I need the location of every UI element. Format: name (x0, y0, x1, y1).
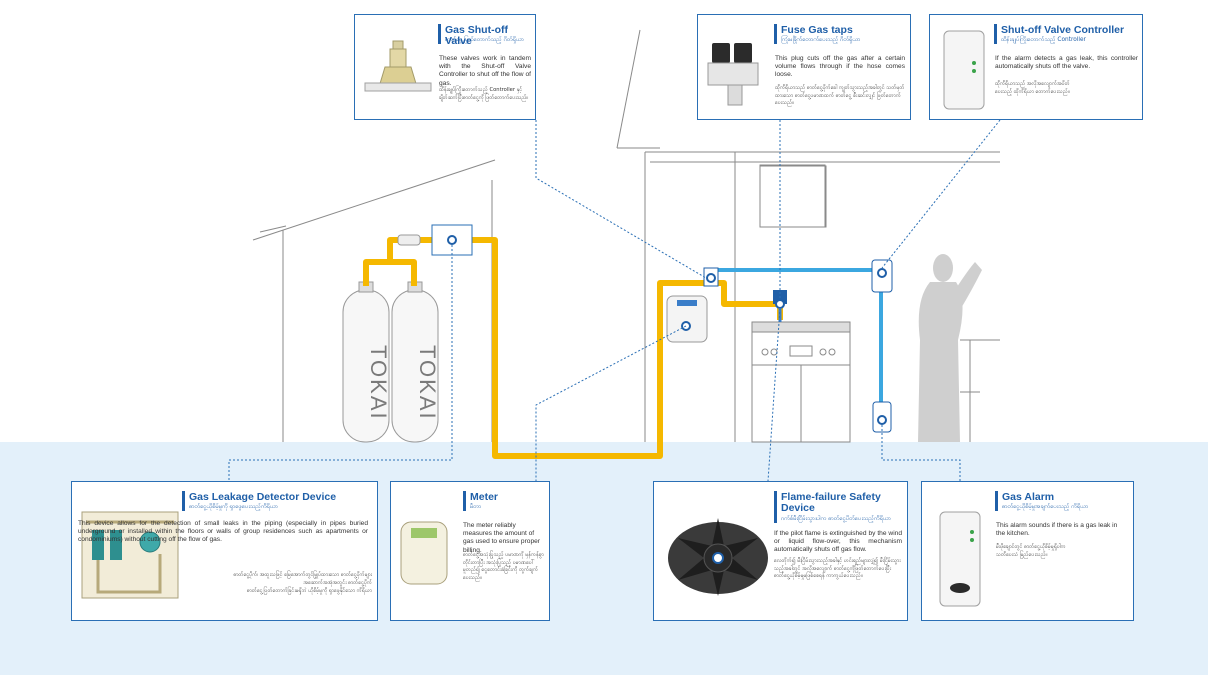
gas-alarm-illustration (939, 511, 981, 607)
table (960, 339, 1000, 442)
card-gas-alarm: Gas Alarm ဓာတ်ငွေ့ယိုစိမ့်မှုအချက်ပေးသည့… (921, 481, 1134, 621)
card-title: Gas Alarm (1002, 491, 1055, 503)
card-valve-controller: Shut-off Valve Controller ထိန်းချုပ်ကြို… (929, 14, 1143, 120)
card-subtitle: မီတာ (470, 504, 482, 510)
person-silhouette (918, 254, 982, 442)
house-outline (616, 29, 1000, 442)
card-title: Gas Shut-off Valve (445, 24, 508, 47)
stove-cabinet (751, 321, 851, 443)
fuse-taps-illustration (707, 43, 759, 106)
card-title: Shut-off Valve Controller (1001, 24, 1125, 36)
burner-illustration (668, 518, 768, 596)
card-subtitle: ဓာတ်ငွေ့ယိုစိမ့်မှုအချက်ပေးသည့် ကိရိယာ (1002, 504, 1089, 510)
card-description-my: အဆောက်အအုံအတွင်း ဓာတ်ငွေ့ပိုက် (303, 580, 372, 586)
regulator-port (447, 235, 457, 245)
cylinder-brand-label: TOKAI (366, 345, 391, 421)
shutoff-valve-illustration (364, 40, 432, 92)
card-description: The meter reliably measures the amount o… (463, 522, 540, 554)
card-description-my: လေတိုက်၍ မီးငြိမ်းသွားသည့်အခါနှင့် ဟင်းရ… (774, 558, 901, 580)
range-hood (759, 165, 827, 228)
pipe-fitting (397, 234, 421, 246)
card-subtitle: ကြုံးမခြိုက်တောက်ပေးသည့် ဂိတ်ရှိယာ (781, 37, 861, 43)
card-meter: Meter မီတာ The meter reliably measures t… (390, 481, 550, 621)
card-subtitle: ဓာတ်ငွေ့ပြတ်တောက်သည့် ဂိတ်ရှိယာ (445, 37, 525, 43)
card-description: This plug cuts off the gas after a certa… (775, 55, 905, 79)
card-subtitle: ဂက်စ်မီးငြိမ်းသွားပါက ဓာတ်ငွေ့ပိတ်ပေးသည့… (781, 516, 892, 522)
leak-detector-illustration (81, 511, 179, 599)
card-description: This alarm sounds if there is a gas leak… (996, 522, 1118, 538)
card-description: If the pilot flame is extinguished by th… (774, 530, 902, 554)
card-description: These valves work in tandem with the Shu… (439, 55, 531, 87)
gas-alarm-marker (877, 415, 887, 425)
card-description: If the alarm detects a gas leak, this co… (995, 55, 1138, 71)
card-description-my: ထိုကိရိယာသည် အလိုအလျောက်အပိတ်ပေးသည့် ထို… (995, 81, 1070, 95)
leader-lines (228, 119, 1001, 482)
card-subtitle: ထိန်းချုပ်ကြိုးတောက်သည့် Controller (1001, 37, 1086, 43)
card-fuse-gas-taps: Fuse Gas taps ကြုံးမခြိုက်တောက်ပေးသည့် ဂ… (697, 14, 911, 120)
fuse-tap-marker (775, 299, 785, 309)
card-title: Gas Leakage Detector Device (189, 491, 337, 503)
card-description-my: ဓာတ်ငွေ့ပိုက်၊ အထူးသဖြင့် မြေအောက်တွင်မြ… (233, 572, 372, 578)
controller-illustration (943, 30, 985, 110)
card-flame-failure: Flame-failure Safety Device ဂက်စ်မီးငြိမ… (653, 481, 908, 621)
gas-cylinder-left: TOKAI (342, 281, 391, 443)
gas-meter (666, 295, 708, 343)
gas-cylinder-right: TOKAI (391, 281, 440, 443)
card-description-my: ထိုကိရိယာသည် ဓာတ်ငွေ့ပိုက်ခေါ ကျွတ်သွားသ… (775, 85, 905, 107)
card-description-my: ဓာတ်ငွေ့ပြတ်တောက်ခြင်းမရှိဘဲ ယိုစိမ့်မှု… (246, 588, 372, 594)
card-title: Fuse Gas taps (781, 24, 853, 36)
card-description: This device allows for the detection of … (78, 520, 368, 544)
cylinder-brand-label: TOKAI (415, 345, 440, 421)
meter-illustration (400, 521, 448, 585)
card-gas-shutoff-valve: Gas Shut-off Valve ဓာတ်ငွေ့ပြတ်တောက်သည့်… (354, 14, 536, 120)
card-title: Flame-failure Safety Device (781, 491, 881, 514)
card-subtitle: ဓာတ်ငွေ့ယိုစိမ့်မှုကို ရှာဖွေပေးသည့်ကိရိ… (189, 504, 278, 510)
shutoff-valve-marker (706, 273, 716, 283)
card-description-my: မီးဖိုချောင်တွင် ဓာတ်ငွေ့ယိုစိမ့်မှုရှိပ… (996, 544, 1066, 558)
card-gas-leakage-detector: Gas Leakage Detector Device ဓာတ်ငွေ့ယိုစ… (71, 481, 378, 621)
card-title: Meter (470, 491, 499, 503)
card-description-my: ထိန်းချုပ်ကြိုးတောက်သည့် Controller နှင့… (439, 87, 529, 101)
card-description-my: ဓာတ်ငွေ့အသုံးပြုသည့် ပမာဏကို မှန်ကန်စွာတ… (463, 552, 544, 581)
valve-controller-marker (877, 268, 887, 278)
